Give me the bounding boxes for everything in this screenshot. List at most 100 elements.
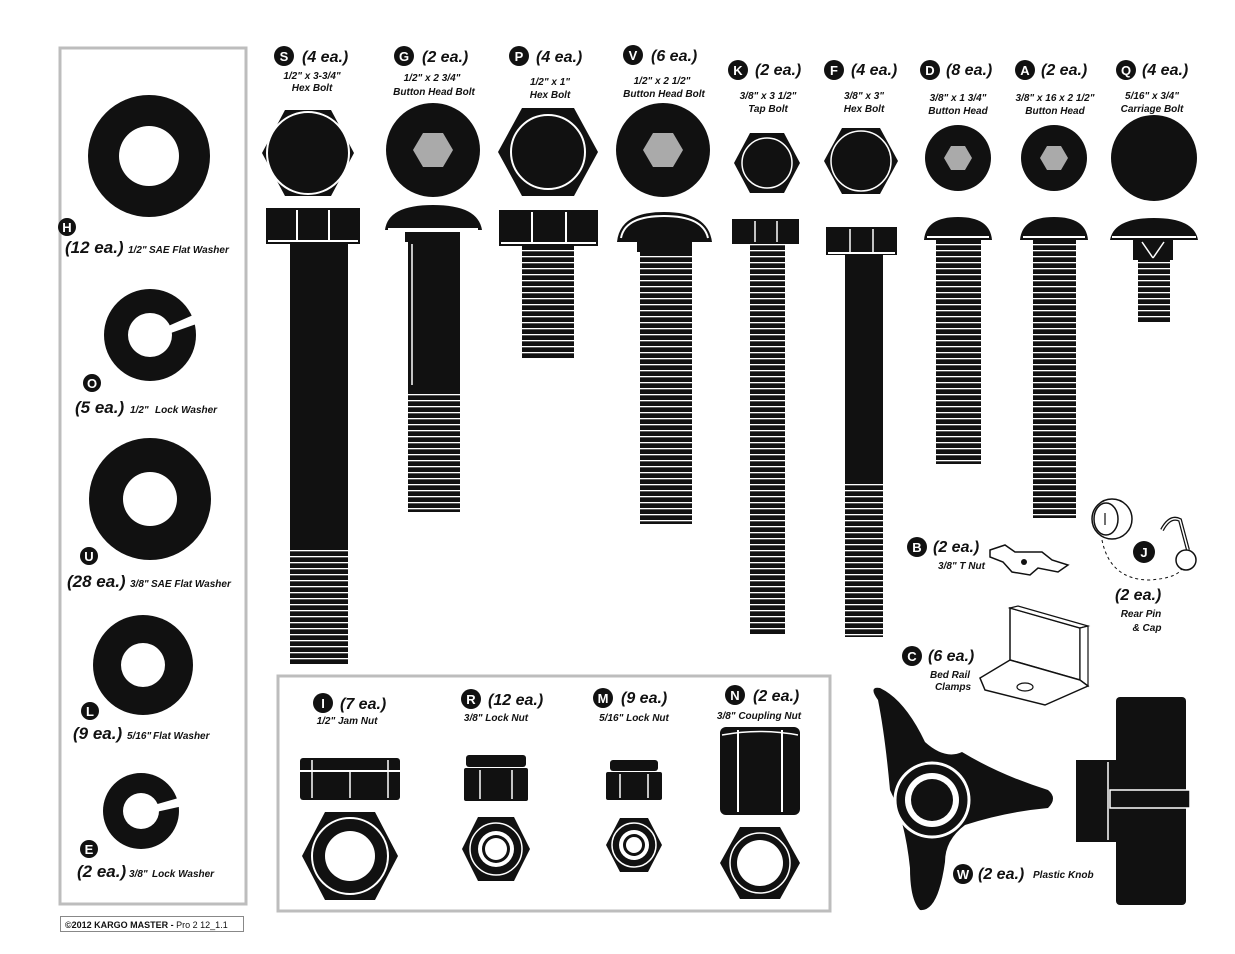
svg-text:3/8" Coupling Nut: 3/8" Coupling Nut (717, 711, 802, 722)
svg-text:H: H (62, 220, 71, 235)
svg-text:A: A (1020, 63, 1030, 78)
svg-text:(9 ea.): (9 ea.) (73, 724, 122, 743)
svg-text:Lock Washer: Lock Washer (155, 405, 218, 416)
bolt-head-top-q (1111, 115, 1197, 201)
svg-text:(2 ea.): (2 ea.) (755, 62, 801, 79)
bolt-label-k: K (2 ea.) 3/8" x 3 1/2" Tap Bolt (728, 60, 801, 115)
svg-text:(4 ea.): (4 ea.) (302, 49, 348, 66)
svg-text:S: S (280, 49, 289, 64)
nut-r: R (12 ea.) 3/8" Lock Nut (461, 689, 543, 881)
nut-m: M (9 ea.) 5/16" Lock Nut (593, 688, 670, 872)
svg-text:(2 ea.): (2 ea.) (1041, 62, 1087, 79)
bolt-side-a (1020, 217, 1088, 518)
plastic-knob: W (2 ea.) Plastic Knob (873, 687, 1191, 911)
svg-text:3/8" x 3 1/2": 3/8" x 3 1/2" (740, 91, 797, 102)
svg-text:Hex Bolt: Hex Bolt (530, 90, 571, 101)
svg-text:3/8": 3/8" (129, 869, 148, 880)
bolt-side-k (732, 219, 799, 634)
svg-text:3/8" Lock Nut: 3/8" Lock Nut (464, 713, 529, 724)
svg-text:(8 ea.): (8 ea.) (946, 62, 992, 79)
bolt-side-p (499, 210, 598, 358)
rear-pin-cap: J (2 ea.) Rear Pin & Cap (1091, 498, 1197, 634)
svg-text:3/8" T Nut: 3/8" T Nut (938, 561, 986, 572)
svg-text:(2 ea.): (2 ea.) (933, 539, 979, 556)
svg-text:Button Head Bolt: Button Head Bolt (393, 87, 475, 98)
svg-text:Button Head: Button Head (928, 106, 988, 117)
svg-text:3/8" x 16 x 2 1/2": 3/8" x 16 x 2 1/2" (1016, 93, 1095, 104)
svg-text:1/2" x 1": 1/2" x 1" (530, 77, 570, 88)
svg-text:E: E (85, 842, 94, 857)
svg-text:R: R (466, 692, 476, 707)
svg-text:3/8": 3/8" (130, 579, 149, 590)
svg-text:P: P (515, 49, 524, 64)
svg-text:(12 ea.): (12 ea.) (488, 692, 543, 709)
svg-text:(7 ea.): (7 ea.) (340, 696, 386, 713)
svg-text:G: G (399, 49, 409, 64)
bolt-head-top-a (1021, 125, 1087, 191)
svg-text:Button Head: Button Head (1025, 106, 1085, 117)
svg-text:Tap Bolt: Tap Bolt (748, 104, 788, 115)
svg-text:(28 ea.): (28 ea.) (67, 572, 126, 591)
svg-text:(4 ea.): (4 ea.) (851, 62, 897, 79)
svg-text:Bed Rail: Bed Rail (930, 670, 970, 681)
svg-text:1/2" Jam Nut: 1/2" Jam Nut (317, 716, 379, 727)
bolt-label-a: A (2 ea.) 3/8" x 16 x 2 1/2" Button Head (1015, 60, 1095, 117)
t-nut: B (2 ea.) 3/8" T Nut (907, 537, 1070, 576)
svg-text:Flat Washer: Flat Washer (153, 731, 211, 742)
svg-text:(12 ea.): (12 ea.) (65, 238, 124, 257)
svg-text:Rear Pin: Rear Pin (1121, 609, 1162, 620)
bolt-head-top-s (262, 110, 354, 196)
svg-text:Hex Bolt: Hex Bolt (844, 104, 885, 115)
bolt-side-d (924, 217, 992, 464)
svg-text:(4 ea.): (4 ea.) (536, 49, 582, 66)
svg-text:F: F (830, 63, 838, 78)
svg-text:J: J (1140, 545, 1147, 560)
washer-o: O (5 ea.) 1/2" Lock Washer (75, 289, 218, 417)
svg-text:Clamps: Clamps (935, 682, 972, 693)
svg-text:M: M (598, 691, 609, 706)
svg-text:Q: Q (1121, 63, 1131, 78)
svg-text:1/2": 1/2" (128, 245, 147, 256)
washer-h: H (12 ea.) 1/2" SAE Flat Washer (58, 95, 230, 257)
svg-text:U: U (84, 549, 93, 564)
bolt-side-q (1110, 218, 1198, 322)
svg-text:1/2" x 2 1/2": 1/2" x 2 1/2" (634, 76, 691, 87)
svg-text:K: K (733, 63, 743, 78)
svg-text:Hex Bolt: Hex Bolt (292, 83, 333, 94)
nut-i: I (7 ea.) 1/2" Jam Nut (300, 693, 400, 900)
svg-text:1/2" x 3-3/4": 1/2" x 3-3/4" (283, 71, 341, 82)
svg-text:(5 ea.): (5 ea.) (75, 398, 124, 417)
svg-text:(2 ea.): (2 ea.) (978, 866, 1024, 883)
bolt-label-g: G (2 ea.) 1/2" x 2 3/4" Button Head Bolt (393, 46, 475, 98)
svg-text:O: O (87, 376, 97, 391)
copyright-footer: ©2012 KARGO MASTER - Pro 2 12_1.1 (60, 916, 244, 932)
bolt-label-f: F (4 ea.) 3/8" x 3" Hex Bolt (824, 60, 897, 115)
svg-text:(2 ea.): (2 ea.) (1115, 587, 1161, 604)
svg-text:3/8" x 1 3/4": 3/8" x 1 3/4" (930, 93, 987, 104)
bolt-head-top-f (824, 128, 898, 194)
copyright-text: ©2012 KARGO MASTER - (65, 920, 177, 930)
svg-text:(2 ea.): (2 ea.) (753, 688, 799, 705)
bolt-head-top-p (498, 108, 598, 196)
bolt-side-v (617, 212, 712, 524)
svg-text:L: L (86, 704, 94, 719)
bolt-label-d: D (8 ea.) 3/8" x 1 3/4" Button Head (920, 60, 992, 117)
bolt-side-g (385, 205, 482, 512)
svg-text:1/2": 1/2" (130, 405, 149, 416)
svg-text:D: D (925, 63, 934, 78)
bolt-label-v: V (6 ea.) 1/2" x 2 1/2" Button Head Bolt (623, 45, 705, 100)
bolt-side-f (826, 227, 897, 637)
washer-u: U (28 ea.) 3/8" SAE Flat Washer (67, 438, 232, 591)
svg-text:C: C (907, 649, 917, 664)
version-text: Pro 2 12_1.1 (176, 920, 228, 930)
washer-panel (58, 46, 248, 906)
bolt-head-top-d (925, 125, 991, 191)
washer-e: E (2 ea.) 3/8" Lock Washer (77, 773, 215, 881)
svg-text:(9 ea.): (9 ea.) (621, 690, 667, 707)
bolt-head-top-g (386, 103, 480, 197)
nut-panel (276, 674, 832, 913)
svg-text:W: W (957, 867, 970, 882)
svg-text:SAE Flat Washer: SAE Flat Washer (149, 245, 230, 256)
svg-text:& Cap: & Cap (1133, 623, 1162, 634)
svg-text:Plastic Knob: Plastic Knob (1033, 870, 1094, 881)
